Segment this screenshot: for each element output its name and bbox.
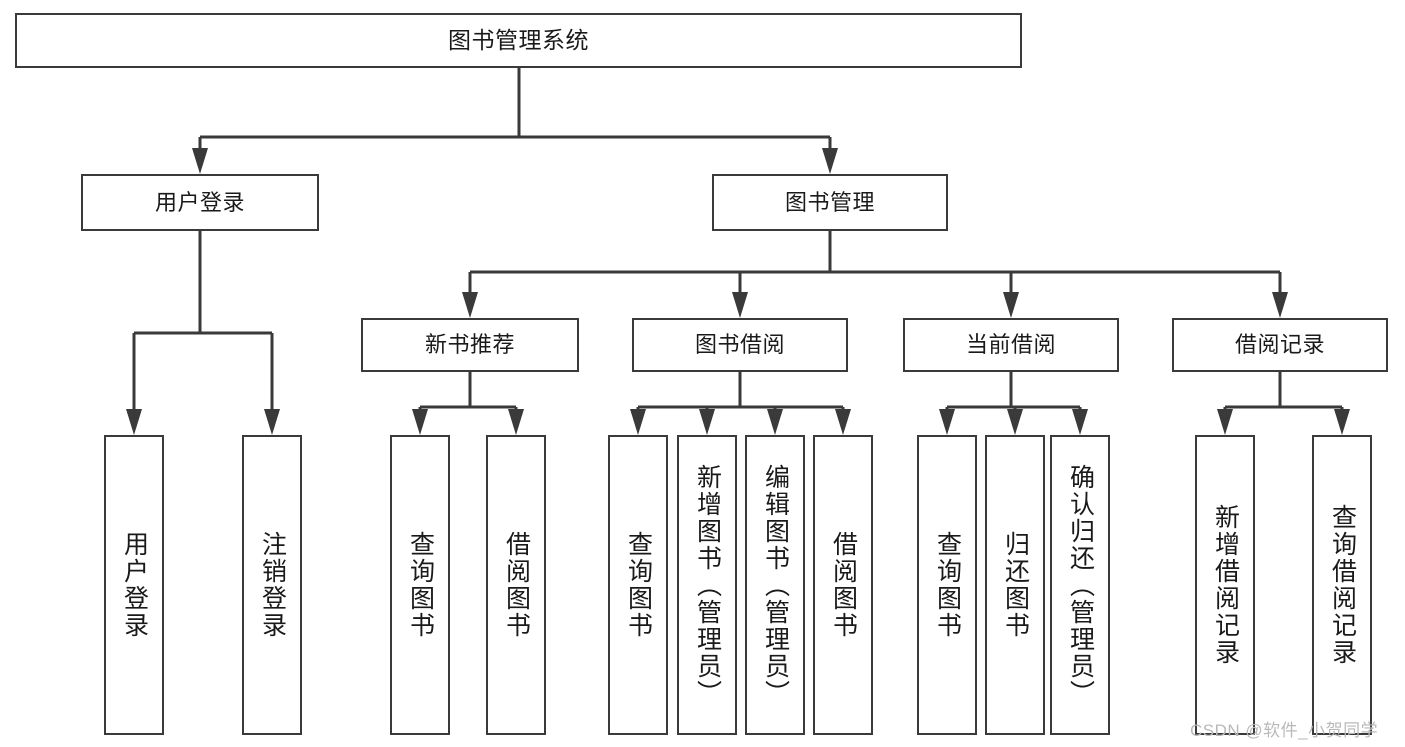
node-label: 新增图书（管理员）: [693, 463, 722, 707]
arrowhead-icon: [1007, 409, 1023, 435]
node-leaf-return-book[interactable]: 归还图书: [985, 435, 1045, 735]
arrowhead-icon: [630, 409, 646, 435]
node-leaf-confirm-return[interactable]: 确认归还（管理员）: [1050, 435, 1110, 735]
node-label: 图书管理: [784, 189, 875, 215]
node-book-borrow[interactable]: 图书借阅: [632, 318, 848, 372]
arrowhead-icon: [264, 409, 280, 435]
node-leaf-borrow-book-1[interactable]: 借阅图书: [486, 435, 546, 735]
node-label: 图书借阅: [694, 332, 785, 358]
node-label: 借阅记录: [1234, 332, 1325, 358]
node-label: 确认归还（管理员）: [1066, 463, 1095, 707]
node-label: 新增借阅记录: [1211, 504, 1240, 666]
arrowhead-icon: [732, 292, 748, 318]
arrowhead-icon: [412, 409, 428, 435]
node-label: 借阅图书: [829, 531, 858, 639]
arrowhead-icon: [462, 292, 478, 318]
node-leaf-edit-book[interactable]: 编辑图书（管理员）: [745, 435, 805, 735]
node-new-book-recommend[interactable]: 新书推荐: [361, 318, 579, 372]
node-leaf-borrow-book-2[interactable]: 借阅图书: [813, 435, 873, 735]
node-label: 用户登录: [154, 189, 245, 215]
node-leaf-query-record[interactable]: 查询借阅记录: [1312, 435, 1372, 735]
arrowhead-icon: [1334, 409, 1350, 435]
node-book-manage[interactable]: 图书管理: [712, 174, 948, 231]
node-label: 编辑图书（管理员）: [761, 463, 790, 707]
node-label: 注销登录: [258, 531, 287, 639]
node-label: 新书推荐: [424, 332, 515, 358]
watermark-label: CSDN @软件_小贺同学: [1190, 721, 1379, 740]
node-leaf-user-login[interactable]: 用户登录: [104, 435, 164, 735]
arrowhead-icon: [699, 409, 715, 435]
node-leaf-add-record[interactable]: 新增借阅记录: [1195, 435, 1255, 735]
node-root[interactable]: 图书管理系统: [15, 13, 1022, 68]
node-user-login[interactable]: 用户登录: [81, 174, 319, 231]
node-leaf-query-book-2[interactable]: 查询图书: [608, 435, 668, 735]
arrowhead-icon: [939, 409, 955, 435]
node-label: 查询借阅记录: [1328, 504, 1357, 666]
node-label: 归还图书: [1001, 531, 1030, 639]
arrowhead-icon: [1072, 409, 1088, 435]
node-leaf-add-book[interactable]: 新增图书（管理员）: [677, 435, 737, 735]
node-leaf-query-book-1[interactable]: 查询图书: [390, 435, 450, 735]
arrowhead-icon: [192, 148, 208, 174]
arrowhead-icon: [1272, 292, 1288, 318]
node-label: 查询图书: [406, 531, 435, 639]
node-leaf-user-logout[interactable]: 注销登录: [242, 435, 302, 735]
node-current-borrow[interactable]: 当前借阅: [903, 318, 1119, 372]
node-label: 查询图书: [624, 531, 653, 639]
node-borrow-record[interactable]: 借阅记录: [1172, 318, 1388, 372]
node-label: 借阅图书: [502, 531, 531, 639]
arrowhead-icon: [767, 409, 783, 435]
arrowhead-icon: [835, 409, 851, 435]
node-label: 当前借阅: [965, 332, 1056, 358]
arrowhead-icon: [1217, 409, 1233, 435]
arrowhead-icon: [126, 409, 142, 435]
node-label: 用户登录: [120, 531, 149, 639]
node-label: 查询图书: [933, 531, 962, 639]
arrowhead-icon: [508, 409, 524, 435]
node-leaf-query-book-3[interactable]: 查询图书: [917, 435, 977, 735]
arrowhead-icon: [822, 148, 838, 174]
arrowhead-icon: [1003, 292, 1019, 318]
node-label: 图书管理系统: [448, 27, 589, 54]
